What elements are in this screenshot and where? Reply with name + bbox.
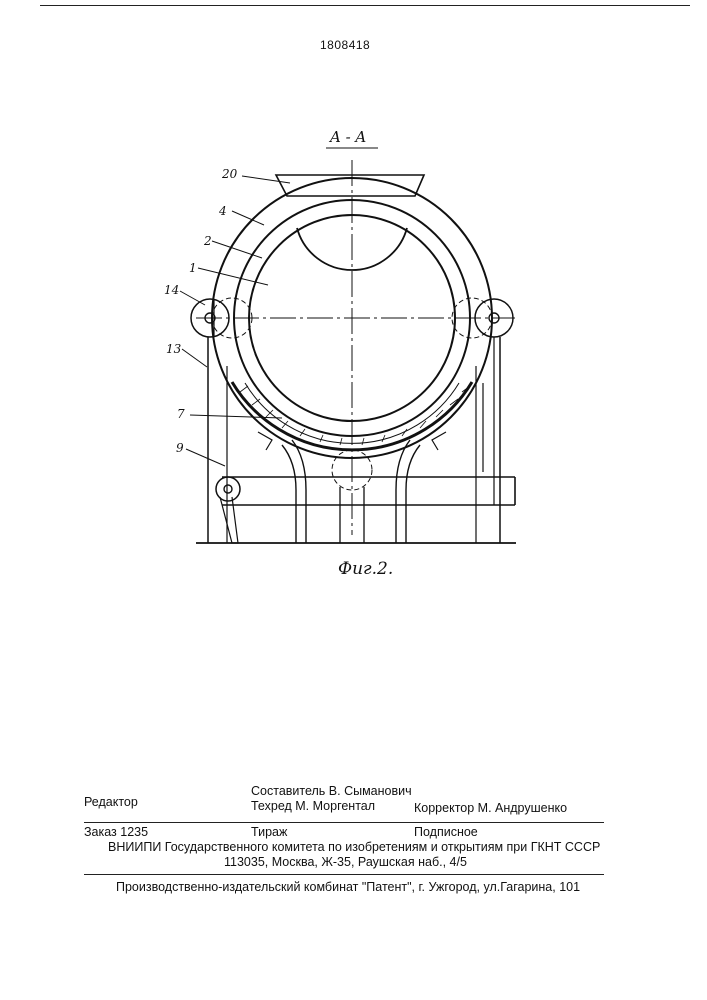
publisher-line: Производственно-издательский комбинат "П… bbox=[116, 880, 580, 894]
subscription-label: Подписное bbox=[414, 825, 478, 839]
right-discharge-pipe bbox=[406, 445, 420, 543]
callout-4: 4 bbox=[218, 204, 227, 218]
callout-9: 9 bbox=[176, 441, 184, 455]
leader-13 bbox=[182, 349, 207, 367]
callout-14: 14 bbox=[164, 283, 179, 297]
drive-arm bbox=[220, 497, 238, 543]
left-discharge-pipe-2 bbox=[292, 440, 306, 543]
left-discharge-pipe bbox=[282, 445, 296, 543]
corrector-credit: Корректор М. Андрушенко bbox=[414, 801, 567, 815]
address-line: 113035, Москва, Ж-35, Раушская наб., 4/5 bbox=[224, 855, 467, 869]
leader-7 bbox=[190, 415, 282, 418]
circulation-label: Тираж bbox=[251, 825, 287, 839]
editor-label: Редактор bbox=[84, 795, 138, 809]
leader-9 bbox=[186, 449, 225, 466]
figure-caption: Фиг.2. bbox=[338, 559, 393, 579]
callout-13: 13 bbox=[166, 342, 182, 356]
callout-1: 1 bbox=[189, 261, 197, 275]
leader-14 bbox=[180, 291, 205, 305]
colophon-divider bbox=[84, 822, 604, 823]
publisher-divider bbox=[84, 874, 604, 875]
leader-2 bbox=[212, 241, 262, 258]
techred-credit: Техред М. Моргентал bbox=[251, 799, 375, 813]
callout-20: 20 bbox=[221, 167, 238, 181]
compiler-credit: Составитель В. Сыманович bbox=[251, 784, 412, 798]
vniipi-line: ВНИИПИ Государственного комитета по изоб… bbox=[108, 840, 600, 854]
order-number: Заказ 1235 bbox=[84, 825, 148, 839]
right-fitting bbox=[432, 432, 446, 450]
leader-20 bbox=[242, 176, 290, 183]
section-label: A - A bbox=[328, 128, 366, 146]
right-discharge-pipe-2 bbox=[396, 440, 410, 543]
drive-wheel-hub bbox=[224, 485, 232, 493]
callout-7: 7 bbox=[177, 407, 185, 421]
technical-drawing: A - A 20 4 2 1 14 13 7 9 Фиг.2. bbox=[0, 0, 707, 620]
callout-2: 2 bbox=[203, 234, 212, 248]
left-fitting bbox=[258, 432, 272, 450]
